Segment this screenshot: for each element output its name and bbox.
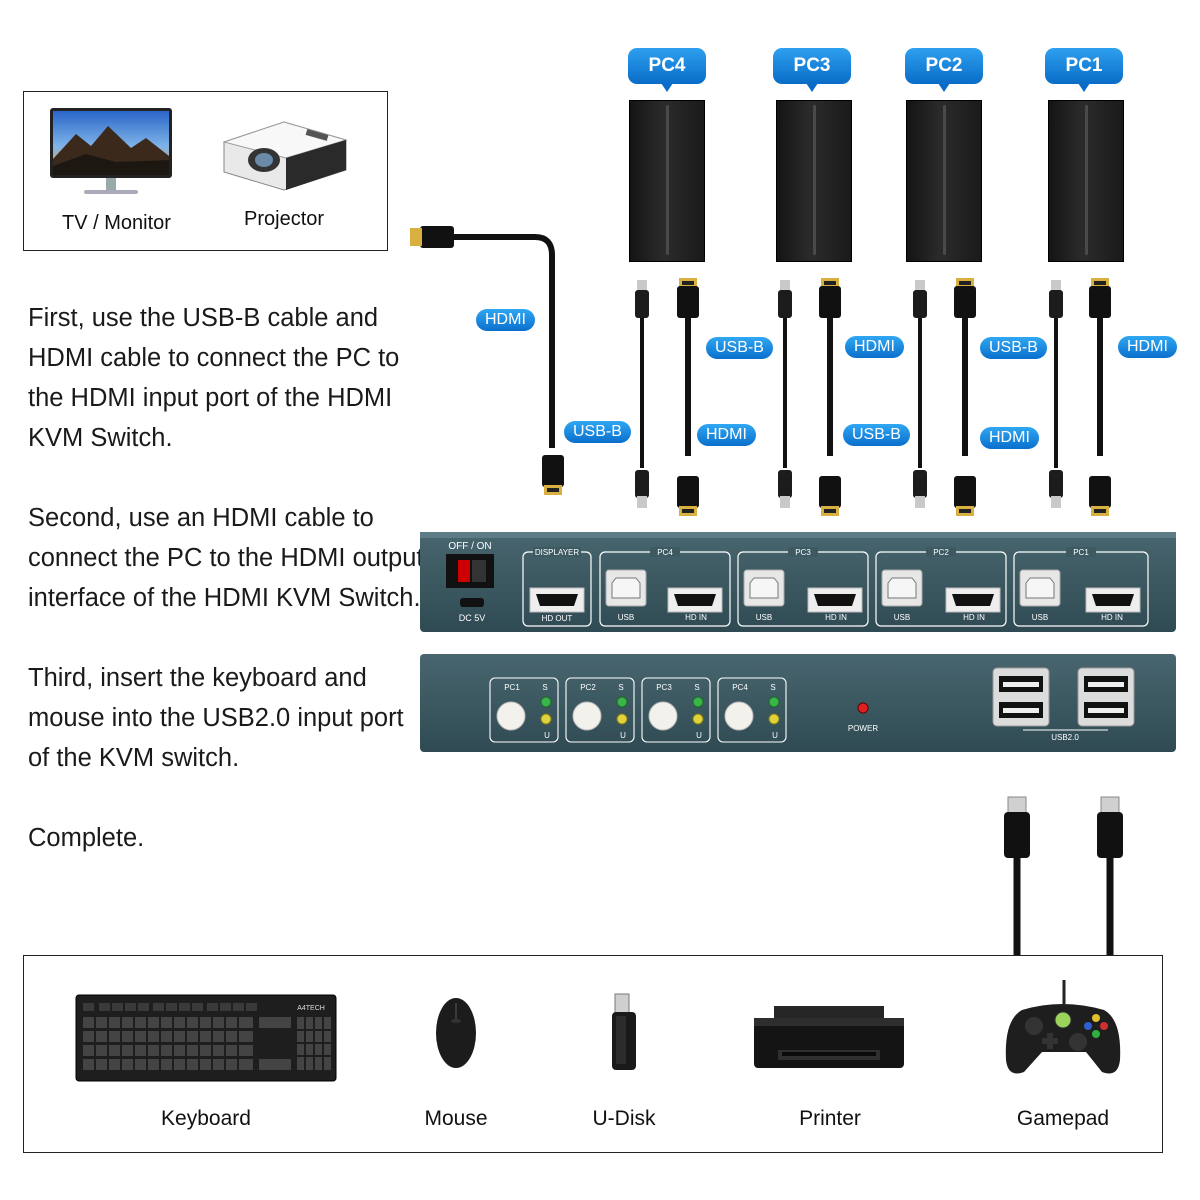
rear-pc1-usb-label: USB xyxy=(1032,613,1048,622)
usb-a-cables xyxy=(1004,797,1123,955)
pc1-select-button[interactable] xyxy=(497,702,525,730)
usb-port-stack-right[interactable] xyxy=(1078,668,1134,726)
front-pc3-u-label: U xyxy=(696,731,702,740)
rear-pc1-label: PC1 xyxy=(1073,548,1089,557)
rear-pc4-label: PC4 xyxy=(657,548,673,557)
front-pc4-u-label: U xyxy=(772,731,778,740)
rear-pc3-hdin-label: HD IN xyxy=(825,613,847,622)
rear-pc3-label: PC3 xyxy=(795,548,811,557)
pc4-usb-b-badge: USB-B xyxy=(564,421,631,443)
pc4-select-button[interactable] xyxy=(725,702,753,730)
rear-pc4-usb-label: USB xyxy=(618,613,634,622)
mouse-icon xyxy=(433,995,479,1071)
hd-out-port xyxy=(530,588,584,612)
pc3-hdmi-badge: HDMI xyxy=(845,336,904,358)
front-pc4-label: PC4 xyxy=(732,683,748,692)
pc3-usb-b-badge: USB-B xyxy=(706,337,773,359)
displayer-label: DISPLAYER xyxy=(535,548,580,557)
printer-label: Printer xyxy=(799,1107,861,1131)
cables-layer xyxy=(0,0,1200,960)
mouse-label: Mouse xyxy=(424,1107,487,1131)
pc4-hdmi-badge: HDMI xyxy=(697,424,756,446)
front-pc2-label: PC2 xyxy=(580,683,596,692)
pc3-cables xyxy=(778,278,841,516)
pc1-usb-b-badge: USB-B xyxy=(980,337,1047,359)
pc2-hdmi-badge: HDMI xyxy=(980,427,1039,449)
gamepad-label: Gamepad xyxy=(1017,1107,1109,1131)
front-pc4-s-label: S xyxy=(770,683,775,692)
rear-pc2-usb-label: USB xyxy=(894,613,910,622)
kvm-rear-panel: OFF / ON DC 5V DISPLAYER HD OUT PC4 USB … xyxy=(418,530,1178,636)
pc1-cables xyxy=(1049,278,1111,516)
dc-5v-label: DC 5V xyxy=(459,613,486,623)
kvm-front-panel: PC1 S U PC2 S U PC3 S U PC4 S U POWER xyxy=(418,652,1178,757)
keyboard-brand-label: A4TECH xyxy=(297,1005,325,1012)
rear-pc2-hdin-label: HD IN xyxy=(963,613,985,622)
hd-out-label: HD OUT xyxy=(542,614,573,623)
front-pc2-s-label: S xyxy=(618,683,623,692)
front-pc1-u-label: U xyxy=(544,731,550,740)
pc3-select-button[interactable] xyxy=(649,702,677,730)
pc2-usb-b-badge: USB-B xyxy=(843,424,910,446)
pc1-hdmi-badge: HDMI xyxy=(1118,336,1177,358)
rear-pc3-usb-label: USB xyxy=(756,613,772,622)
display-hdmi-badge: HDMI xyxy=(476,309,535,331)
front-pc1-label: PC1 xyxy=(504,683,520,692)
usb-port-stack-left[interactable] xyxy=(993,668,1049,726)
rear-pc2-label: PC2 xyxy=(933,548,949,557)
printer-icon xyxy=(752,1006,906,1072)
dc-5v-port xyxy=(460,598,484,607)
power-label: POWER xyxy=(848,724,878,733)
power-led xyxy=(858,703,868,713)
display-hdmi-cable xyxy=(410,226,564,495)
off-on-label: OFF / ON xyxy=(448,541,491,552)
u-disk-label: U-Disk xyxy=(593,1107,656,1131)
rear-pc4-hdin-label: HD IN xyxy=(685,613,707,622)
pc2-select-button[interactable] xyxy=(573,702,601,730)
front-pc1-s-label: S xyxy=(542,683,547,692)
pc2-cables xyxy=(913,278,976,516)
front-pc3-s-label: S xyxy=(694,683,699,692)
keyboard-label: Keyboard xyxy=(161,1107,251,1131)
gamepad-icon xyxy=(1002,980,1124,1080)
front-pc3-label: PC3 xyxy=(656,683,672,692)
rear-pc1-hdin-label: HD IN xyxy=(1101,613,1123,622)
front-pc2-u-label: U xyxy=(620,731,626,740)
pc4-cables xyxy=(635,278,699,516)
keyboard-icon: A4TECH xyxy=(75,993,337,1083)
usb2-label: USB2.0 xyxy=(1051,733,1079,742)
usb-disk-icon xyxy=(608,992,642,1074)
